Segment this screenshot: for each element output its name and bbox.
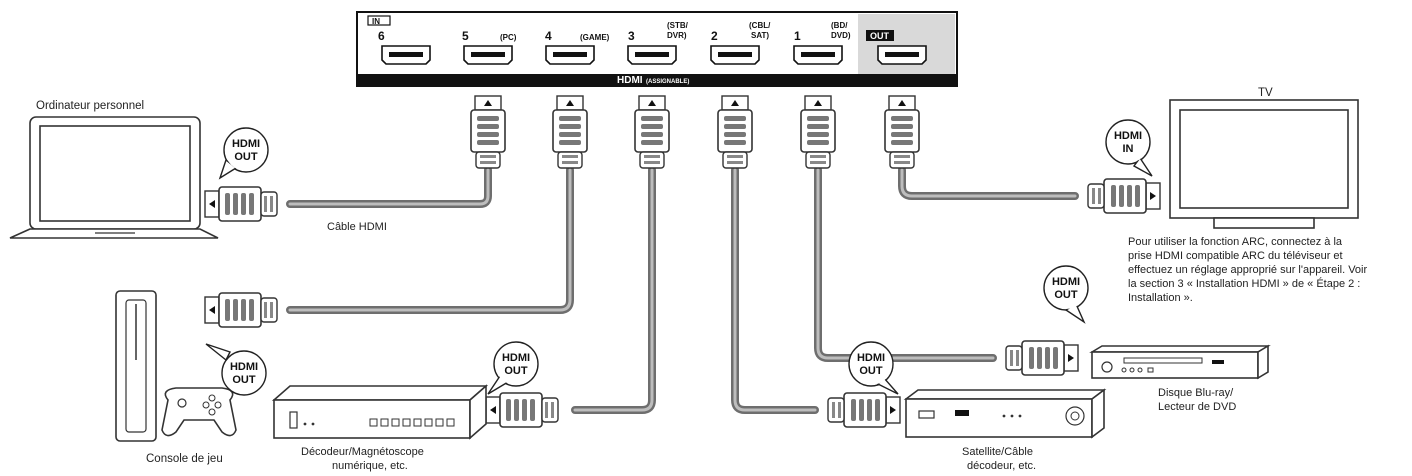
sat-label-1: Satellite/Câble [962, 446, 1033, 458]
hdmi-port-2 [710, 45, 760, 65]
tv-bubble-l1: HDMI [1114, 130, 1142, 142]
port-4-num: 4 [545, 29, 552, 43]
arc-note-line: Pour utiliser la fonction ARC, connectez… [1128, 236, 1343, 248]
port-2-sub1: (CBL/ [749, 21, 771, 30]
bd-label-1: Disque Blu-ray/ [1158, 387, 1234, 399]
port-3-sub1: (STB/ [667, 21, 689, 30]
hdmi-plug-icon [884, 95, 920, 169]
tv-label: TV [1258, 87, 1273, 99]
console-bubble-l1: HDMI [230, 361, 258, 373]
hdmi-plug-icon [717, 95, 753, 169]
port-1-num: 1 [794, 29, 801, 43]
port-4-sub: (GAME) [580, 33, 610, 42]
port-1-sub1: (BD/ [831, 21, 848, 30]
hdmi-plug-icon [1087, 178, 1161, 214]
in-label: IN [372, 17, 380, 26]
cable-sat [731, 166, 819, 414]
hdmi-port-4 [545, 45, 595, 65]
tv-bubble-l2: IN [1123, 143, 1134, 155]
stb-hdmi-bubble: HDMI OUT [487, 341, 539, 395]
sat-bubble-l2: OUT [859, 365, 883, 377]
arc-note-line: effectuez un réglage approprié sur l'app… [1128, 264, 1367, 276]
console-label: Console de jeu [146, 453, 223, 465]
hdmi-plug-icon [800, 95, 836, 169]
sat-label-2: décodeur, etc. [967, 460, 1036, 472]
cable-pc [286, 166, 492, 208]
port-5-num: 5 [462, 29, 469, 43]
hdmi-plug-icon [552, 95, 588, 169]
bd-bubble-l1: HDMI [1052, 276, 1080, 288]
hdmi-port-1 [793, 45, 843, 65]
stb-bubble-l1: HDMI [502, 352, 530, 364]
pc-bubble-l1: HDMI [232, 138, 260, 150]
hdmi-plug-icon [485, 392, 559, 428]
tv-icon [1169, 99, 1359, 229]
tv-hdmi-bubble: HDMI IN [1105, 119, 1153, 177]
hdmi-port-5 [463, 45, 513, 65]
hdmi-bar-sub: (ASSIGNABLE) [646, 79, 689, 85]
hdmi-port-3 [627, 45, 677, 65]
receiver-panel: HDMI (ASSIGNABLE) IN OUT 6 5 (PC) 4 (GAM… [356, 11, 958, 87]
port-3-num: 3 [628, 29, 635, 43]
pc-hdmi-bubble: HDMI OUT [218, 127, 269, 180]
console-bubble-l2: OUT [232, 374, 256, 386]
game-console-icon [115, 290, 237, 442]
hdmi-plug-icon [634, 95, 670, 169]
sat-hdmi-bubble: HDMI OUT [848, 341, 899, 395]
out-label: OUT [870, 31, 890, 41]
stb-label-1: Décodeur/Magnétoscope [301, 446, 424, 458]
port-2-num: 2 [711, 29, 718, 43]
hdmi-plug-icon [204, 292, 278, 328]
satellite-receiver-icon [903, 388, 1107, 439]
hdmi-cables [286, 166, 1079, 414]
cable-console [286, 166, 574, 314]
stb-label-2: numérique, etc. [332, 460, 408, 472]
cable-tv [898, 166, 1079, 200]
hdmi-plug-icon [204, 186, 278, 222]
port-5-sub: (PC) [500, 33, 517, 42]
bd-label-2: Lecteur de DVD [1158, 401, 1236, 413]
stb-bubble-l2: OUT [504, 365, 528, 377]
cable-label: Câble HDMI [327, 221, 387, 233]
hdmi-plug-icon [1005, 340, 1079, 376]
console-hdmi-bubble: HDMI OUT [205, 343, 267, 396]
port-3-sub2: DVR) [667, 31, 687, 40]
hdmi-plug-icon [827, 392, 901, 428]
cable-stb [571, 166, 656, 414]
hdmi-port-out [877, 45, 927, 65]
set-top-box-icon [271, 384, 489, 440]
hdmi-plug-icon [470, 95, 506, 169]
port-2-sub2: SAT) [751, 31, 769, 40]
laptop-icon [9, 116, 219, 239]
bluray-player-icon [1089, 344, 1271, 380]
arc-note-line: Installation ». [1128, 292, 1193, 304]
hdmi-bar-label: HDMI [617, 75, 643, 86]
pc-bubble-l2: OUT [234, 151, 258, 163]
bd-bubble-l2: OUT [1054, 289, 1078, 301]
hdmi-port-6 [381, 45, 431, 65]
arc-note-line: prise HDMI compatible ARC du téléviseur … [1128, 250, 1343, 262]
port-1-sub2: DVD) [831, 31, 851, 40]
sat-bubble-l1: HDMI [857, 352, 885, 364]
port-6-num: 6 [378, 29, 385, 43]
pc-label: Ordinateur personnel [36, 100, 144, 112]
arc-note-line: la section 3 « Installation HDMI » de « … [1128, 277, 1360, 290]
arc-note: Pour utiliser la fonction ARC, connectez… [1128, 236, 1367, 304]
bd-hdmi-bubble: HDMI OUT [1043, 265, 1089, 324]
